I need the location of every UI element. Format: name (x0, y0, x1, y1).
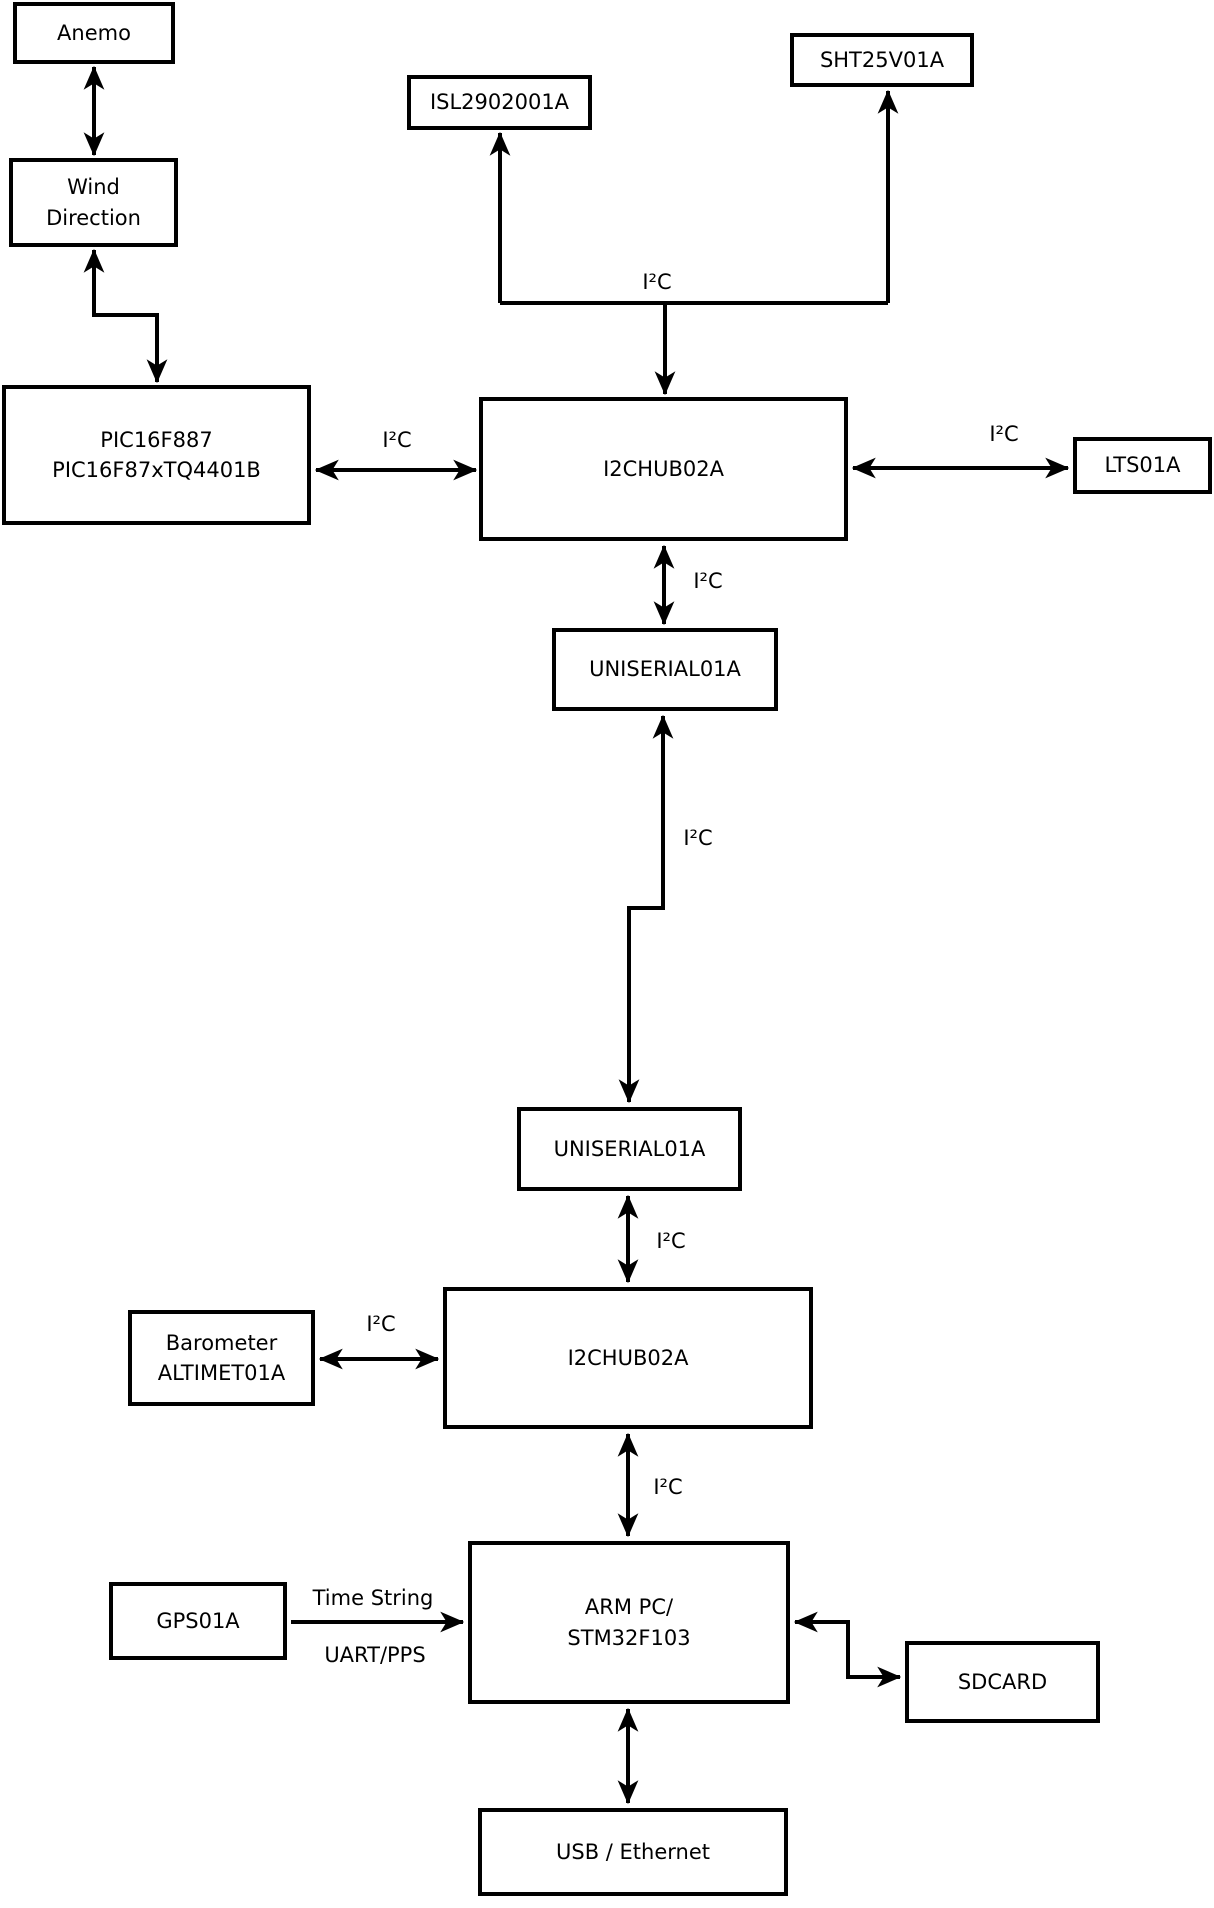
node-wind-direction-label2: Direction (46, 205, 141, 230)
edge-label-i2c-uniserial-hub2: I²C (656, 1229, 686, 1253)
node-i2chub02a-bottom: I2CHUB02A (443, 1287, 813, 1429)
node-armpc-label: ARM PC/ (584, 1595, 674, 1620)
node-i2chub02a-top-label: I2CHUB02A (603, 456, 724, 481)
connector-armpc-sdcard (793, 1611, 902, 1688)
connector-winddirection-pic (83, 248, 168, 384)
edge-label-i2c-pic-hub: I²C (382, 428, 412, 452)
edge-label-i2c-bus: I²C (642, 270, 672, 294)
node-isl2902001a-label: ISL2902001A (429, 90, 570, 115)
edge-label-i2c-uniserial-uniserial: I²C (683, 826, 713, 850)
node-i2chub02a-bottom-label: I2CHUB02A (567, 1345, 689, 1370)
node-pic16f887-label: PIC16F887 (100, 427, 213, 452)
node-armpc-stm32f103: ARM PC/ STM32F103 (468, 1541, 790, 1704)
node-sdcard-label: SDCARD (957, 1669, 1048, 1694)
edge-label-uart-pps: UART/PPS (324, 1643, 426, 1667)
edge-label-time-string: Time String (312, 1586, 434, 1610)
node-pic16f887: PIC16F887 PIC16F87xTQ4401B (2, 385, 311, 525)
node-wind-direction: Wind Direction (9, 158, 178, 247)
node-barometer-label2: ALTIMET01A (157, 1361, 286, 1385)
node-gps01a-label: GPS01A (156, 1608, 240, 1633)
node-uniserial01a-bottom: UNISERIAL01A (517, 1107, 742, 1191)
edge-label-i2c-hub2-armpc: I²C (653, 1475, 683, 1499)
node-pic16f887-label2: PIC16F87xTQ4401B (52, 458, 261, 482)
node-lts01a: LTS01A (1073, 437, 1212, 494)
node-armpc-label2: STM32F103 (567, 1625, 691, 1650)
node-wind-direction-label: Wind (67, 175, 120, 200)
node-sht25v01a: SHT25V01A (790, 33, 974, 87)
node-gps01a: GPS01A (109, 1582, 287, 1660)
edge-label-i2c-barometer-hub2: I²C (366, 1312, 396, 1336)
edge-label-i2c-hub-lts: I²C (989, 422, 1019, 446)
node-anemo: Anemo (13, 2, 175, 64)
node-uniserial01a-top: UNISERIAL01A (552, 628, 778, 711)
node-barometer-altimet01a: Barometer ALTIMET01A (128, 1310, 315, 1406)
connector-uniserial-uniserial (618, 714, 674, 1104)
node-isl2902001a: ISL2902001A (407, 75, 592, 130)
node-usb-ethernet-label: USB / Ethernet (556, 1839, 710, 1864)
node-barometer-label: Barometer (165, 1330, 278, 1355)
node-lts01a-label: LTS01A (1104, 453, 1181, 478)
node-anemo-label: Anemo (57, 20, 131, 45)
node-i2chub02a-top: I2CHUB02A (479, 397, 848, 541)
node-sdcard: SDCARD (905, 1641, 1100, 1723)
node-uniserial01a-top-label: UNISERIAL01A (589, 657, 741, 682)
node-usb-ethernet: USB / Ethernet (478, 1808, 788, 1896)
node-uniserial01a-bottom-label: UNISERIAL01A (553, 1136, 706, 1161)
edge-label-i2c-hub-uniserial: I²C (693, 569, 723, 593)
node-sht25v01a-label: SHT25V01A (819, 47, 945, 72)
